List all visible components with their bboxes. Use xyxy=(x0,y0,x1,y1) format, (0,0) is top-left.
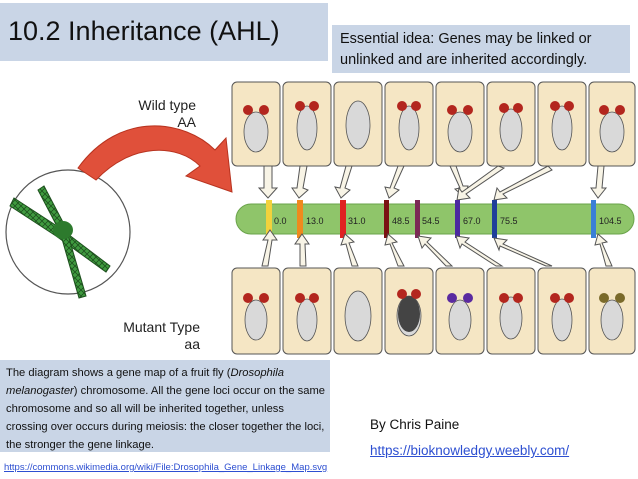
locus-label: 13.0 xyxy=(306,216,324,226)
wild-type-genotype: AA xyxy=(177,114,196,130)
locus-band xyxy=(340,200,346,238)
chromosome-illustration xyxy=(5,169,131,299)
slide-title: 10.2 Inheritance (AHL) xyxy=(0,3,328,61)
description-italic-2: melanogaster xyxy=(6,385,74,397)
wild-type-arrows xyxy=(257,165,608,201)
slide-title-text: 10.2 Inheritance (AHL) xyxy=(8,16,280,46)
website-link[interactable]: https://bioknowledgy.weebly.com/ xyxy=(370,443,570,458)
author-credit: By Chris Paine xyxy=(370,417,460,432)
gene-map-chromosome xyxy=(235,203,635,235)
locus-band xyxy=(455,200,460,238)
essential-idea-box: Essential idea: Genes may be linked or u… xyxy=(332,25,630,73)
locus-band xyxy=(591,200,596,238)
locus-band xyxy=(415,200,420,238)
description-text-2: ) chromosome. All the gene loci occur on… xyxy=(6,385,326,451)
gene-loci: 0.0 13.0 31.0 48.5 54.5 67.0 75.5 104.5 xyxy=(266,200,622,238)
locus-label: 0.0 xyxy=(274,216,287,226)
description-italic-1: Drosophila xyxy=(230,367,284,379)
locus-label: 48.5 xyxy=(392,216,410,226)
image-source-link[interactable]: https://commons.wikimedia.org/wiki/File:… xyxy=(4,462,328,473)
locus-band xyxy=(266,200,272,238)
wild-type-label: Wild type xyxy=(138,97,196,113)
locus-band xyxy=(384,200,389,238)
locus-label: 31.0 xyxy=(348,216,366,226)
description-box: The diagram shows a gene map of a fruit … xyxy=(0,360,330,452)
mutant-type-arrows xyxy=(261,229,613,267)
locus-band xyxy=(297,200,303,238)
mutant-type-genotype: aa xyxy=(184,336,200,352)
gene-linkage-diagram: Wild type AA Mutant Type aa xyxy=(5,81,636,355)
description-text-1: The diagram shows a gene map of a fruit … xyxy=(6,367,231,379)
mutant-type-label: Mutant Type xyxy=(123,319,200,335)
locus-label: 75.5 xyxy=(500,216,518,226)
curved-arrow xyxy=(77,125,233,193)
essential-idea-text: Essential idea: Genes may be linked or u… xyxy=(340,31,592,68)
locus-label: 67.0 xyxy=(463,216,481,226)
wild-type-panels xyxy=(231,81,636,167)
locus-band xyxy=(492,200,497,238)
locus-label: 54.5 xyxy=(422,216,440,226)
locus-label: 104.5 xyxy=(599,216,622,226)
mutant-type-panels xyxy=(231,267,636,355)
